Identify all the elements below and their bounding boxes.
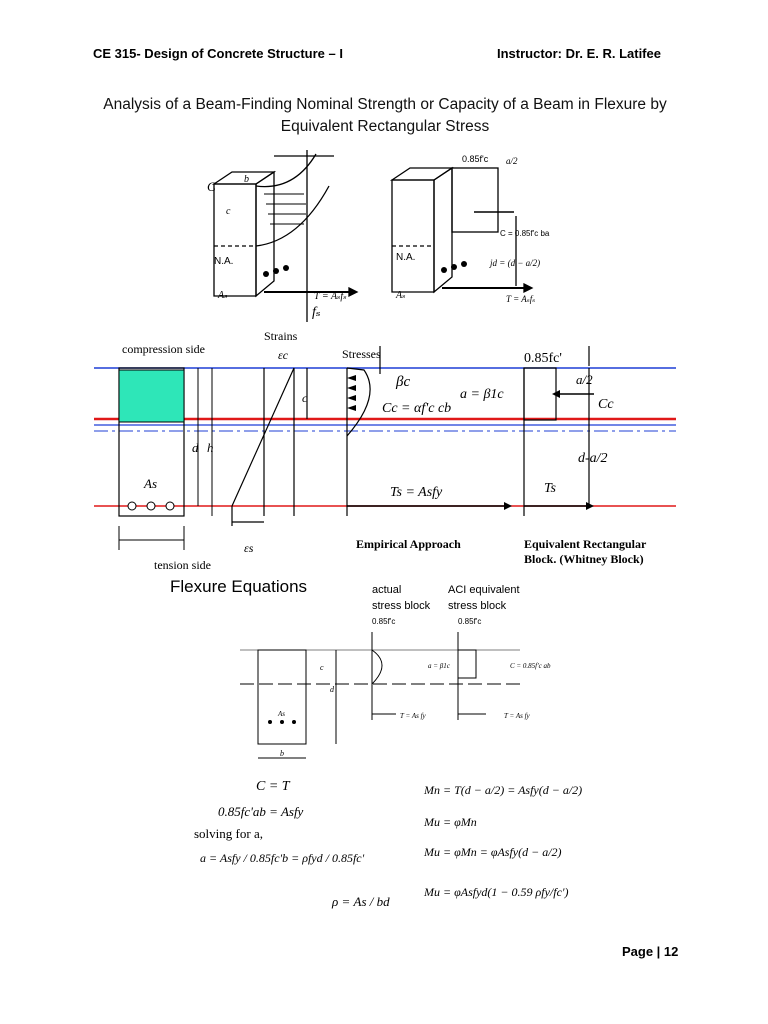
flex-c: c [320, 663, 324, 672]
eq-rho: ρ = As / bd [331, 894, 390, 909]
a-eq-label: a = β1c [460, 387, 504, 402]
right-c-label: C = 0.85f'c ba [500, 229, 550, 238]
flex-as: As [277, 710, 285, 718]
cc-eq-label: Cc = αf'c cb [382, 401, 451, 416]
left-na-label: N.A. [214, 256, 233, 267]
eq-mu3: Mu = φAsfyd(1 − 0.59 ρfy/fc') [423, 885, 568, 899]
right-tension-head [523, 282, 534, 294]
right-bar [441, 267, 447, 273]
left-bar [283, 265, 289, 271]
equiv-stress-label: 0.85fc' [524, 351, 562, 366]
right-bar [461, 261, 467, 267]
left-parabola [255, 185, 330, 247]
flex-t-actual: T = As fy [400, 712, 427, 720]
tension-side-label: tension side [154, 558, 211, 572]
right-a2-label: a/2 [506, 156, 518, 166]
flex-d: d [330, 685, 335, 694]
left-as-label: Aₛ [217, 290, 227, 301]
beta-c-label: βc [395, 374, 410, 390]
d-label: d [192, 440, 199, 455]
right-stress-block [451, 167, 499, 233]
actual-1: actual [372, 584, 401, 596]
left-fs-label: fₛ [312, 305, 321, 320]
rebar [127, 501, 137, 511]
flex-section [257, 649, 307, 745]
right-beam-front [391, 179, 435, 293]
left-t-label: T = Aₛfₛ [314, 291, 347, 302]
equiv-title-2: Block. (Whitney Block) [524, 552, 644, 566]
instructor-header: Instructor: Dr. E. R. Latifee [497, 46, 661, 61]
actual-curve [371, 649, 383, 685]
flexure-equations-figure: Flexure Equations actual stress block AC… [160, 572, 620, 924]
h-label: h [207, 440, 214, 455]
stresses-label: Stresses [342, 347, 381, 361]
beam-section [118, 367, 185, 517]
aci-1: ACI equivalent [448, 584, 520, 596]
strain-line [231, 367, 295, 507]
ts-label: Ts [544, 481, 557, 496]
left-c-label: C [207, 179, 216, 194]
left-b-label: b [244, 174, 249, 185]
eps-s-label: εs [244, 541, 254, 555]
right-as-label: Aₛ [395, 290, 405, 301]
right-t-label: T = Aₛfₛ [506, 294, 535, 304]
actual-2: stress block [372, 600, 431, 612]
eq-solving: solving for a, [194, 826, 263, 841]
beam-3d-figure: C b c N.A. Aₛ T = Aₛfₛ fₛ 0.85f'c a/2 C … [204, 146, 580, 332]
left-beam-side [255, 170, 275, 298]
eq-mu2: Mu = φMn = φAsfy(d − a/2) [423, 845, 562, 859]
rebar [146, 501, 156, 511]
title-line-1: Analysis of a Beam-Finding Nominal Stren… [103, 96, 667, 113]
equiv-block [523, 367, 557, 421]
eps-c-label: εc [278, 348, 289, 362]
right-stress-label: 0.85f'c [462, 154, 489, 164]
left-bar [263, 271, 269, 277]
flex-a-eq: a = β1c [428, 662, 451, 670]
beam-3d-svg: C b c N.A. Aₛ T = Aₛfₛ fₛ 0.85f'c a/2 C … [207, 150, 550, 322]
compression-side-label: compression side [122, 342, 205, 356]
empirical-label: Empirical Approach [356, 537, 461, 551]
course-header: CE 315- Design of Concrete Structure – I [93, 46, 343, 61]
c-label: c [302, 391, 308, 405]
cc-label: Cc [598, 397, 614, 412]
strain-stress-svg: compression side Strains εc Stresses As … [94, 329, 676, 572]
eq-085: 0.85fc'ab = Asfy [218, 804, 304, 819]
strain-stress-figure: compression side Strains εc Stresses As … [94, 326, 676, 578]
page-title: Analysis of a Beam-Finding Nominal Stren… [70, 94, 700, 138]
equiv-title-1: Equivalent Rectangular [524, 537, 647, 551]
ts-eq-label: Ts = Asfy [390, 485, 443, 500]
a2-label: a/2 [576, 372, 593, 387]
aci-block [457, 649, 477, 679]
left-cdepth-label: c [226, 206, 231, 217]
eq-mn: Mn = T(d − a/2) = Asfy(d − a/2) [423, 783, 582, 797]
left-tension-head [348, 286, 359, 298]
flex-t-aci: T = As fy [504, 712, 531, 720]
flexure-heading: Flexure Equations [170, 577, 307, 596]
strains-label: Strains [264, 329, 298, 343]
right-na-label: N.A. [396, 252, 415, 263]
left-bar [273, 268, 279, 274]
as-label: As [143, 476, 157, 491]
compression-zone [118, 369, 185, 423]
rebar [165, 501, 175, 511]
d-a2-label: d-a/2 [578, 451, 608, 466]
right-jd-label: jd = (d − a/2) [489, 258, 540, 268]
left-stress-curve [255, 153, 317, 188]
page-number: Page | 12 [622, 944, 679, 959]
eq-c-t: C = T [256, 779, 291, 794]
flex-c-force: C = 0.85f'c ab [510, 662, 551, 670]
eq-a: a = Asfy / 0.85fc'b = ρfyd / 0.85fc' [200, 851, 365, 865]
right-beam-side [433, 166, 453, 294]
actual-fc: 0.85f'c [372, 617, 395, 626]
flexure-svg: Flexure Equations actual stress block AC… [170, 577, 582, 909]
right-bar [451, 264, 457, 270]
flex-b: b [280, 749, 284, 758]
eq-mu: Mu = φMn [423, 815, 477, 829]
aci-fc: 0.85f'c [458, 617, 481, 626]
stress-curve [346, 367, 371, 437]
left-beam-front [213, 183, 257, 297]
aci-2: stress block [448, 600, 507, 612]
title-line-2: Equivalent Rectangular Stress [280, 118, 490, 135]
